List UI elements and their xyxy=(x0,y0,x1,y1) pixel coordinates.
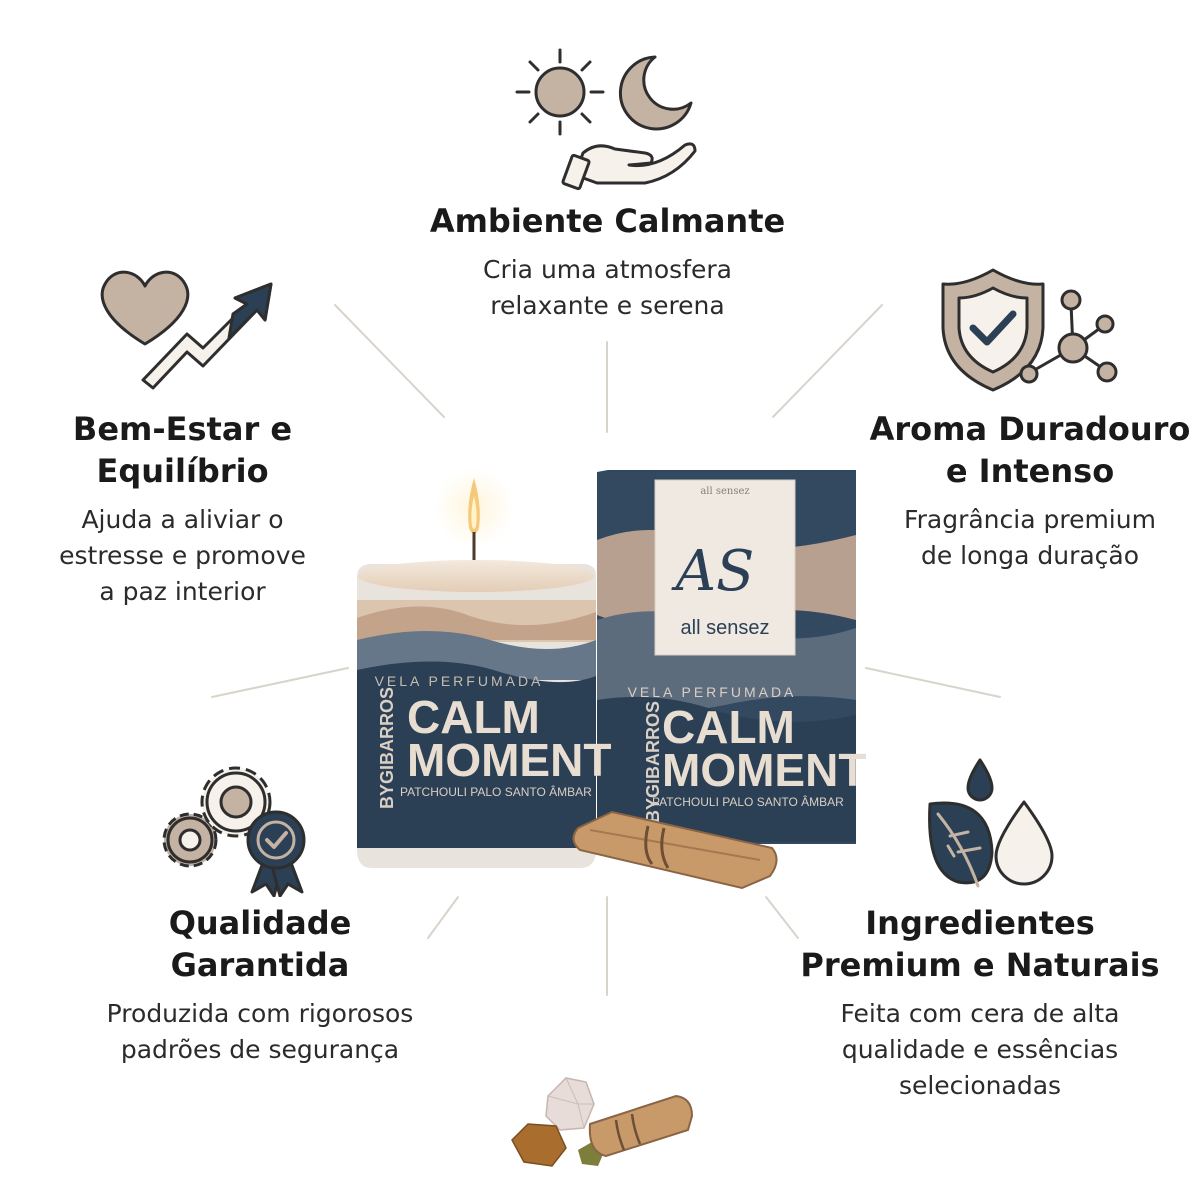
spoke-mid-right xyxy=(865,667,1001,698)
brand-name: all sensez xyxy=(681,617,770,639)
box-name-line1: CALM xyxy=(662,701,795,753)
feature-ambiente: Ambiente Calmante Cria uma atmosfera rel… xyxy=(370,200,845,324)
box-side-text: BYGIBARROS xyxy=(643,701,663,823)
lid-script: all sensez xyxy=(700,486,749,497)
jar-notes: PATCHOULI PALO SANTO ÂMBAR xyxy=(400,784,592,799)
feature-title: Aroma Duradouro e Intenso xyxy=(869,410,1191,490)
feature-title: Ambiente Calmante xyxy=(429,202,786,240)
box-notes: PATCHOULI PALO SANTO ÂMBAR xyxy=(652,794,844,809)
feature-description: Cria uma atmosfera relaxante e serena xyxy=(483,255,732,320)
feature-description: Fragrância premium de longa duração xyxy=(904,505,1156,570)
feature-description: Feita com cera de alta qualidade e essên… xyxy=(840,999,1120,1100)
jar-name-line2: MOMENT xyxy=(407,734,611,786)
spoke-bottom-left xyxy=(427,896,459,939)
candle-box: all sensez AS all sensez VELA PERFUMADA … xyxy=(597,470,866,844)
spoke-top-right xyxy=(772,304,883,418)
candle-jar: VELA PERFUMADA BYGIBARROS CALM MOMENT PA… xyxy=(357,468,611,868)
leaf-drops-icon xyxy=(928,758,1054,888)
jar-side-text: BYGIBARROS xyxy=(377,687,397,809)
feature-title: Bem-Estar e Equilíbrio xyxy=(72,410,293,490)
jar-type-label: VELA PERFUMADA xyxy=(375,673,544,689)
gears-badge-icon xyxy=(162,766,306,897)
jar-name-line1: CALM xyxy=(407,691,540,743)
feature-description: Ajuda a aliviar o estresse e promove a p… xyxy=(59,505,306,606)
shield-molecule-icon xyxy=(941,268,1118,392)
feature-description: Produzida com rigorosos padrões de segur… xyxy=(106,999,414,1064)
heart-growth-arrow-icon xyxy=(100,270,273,390)
spoke-top-left xyxy=(334,304,445,418)
box-type-label: VELA PERFUMADA xyxy=(628,684,797,700)
feature-ingredientes: Ingredientes Premium e Naturais Feita co… xyxy=(770,902,1190,1104)
crystals-decoration xyxy=(511,1077,694,1167)
feature-title: Qualidade Garantida xyxy=(168,904,352,984)
feature-title: Ingredientes Premium e Naturais xyxy=(800,904,1160,984)
box-name-line2: MOMENT xyxy=(662,744,866,796)
palo-santo-stick xyxy=(572,810,778,890)
sun-moon-hand-icon xyxy=(515,48,697,191)
feature-qualidade: Qualidade Garantida Produzida com rigoro… xyxy=(45,902,475,1068)
feature-aroma: Aroma Duradouro e Intenso Fragrância pre… xyxy=(850,408,1200,574)
spoke-mid-left xyxy=(211,667,349,698)
spoke-bottom-right xyxy=(765,896,799,939)
feature-bem-estar: Bem-Estar e Equilíbrio Ajuda a aliviar o… xyxy=(15,408,350,610)
brand-mark: AS xyxy=(671,539,755,604)
